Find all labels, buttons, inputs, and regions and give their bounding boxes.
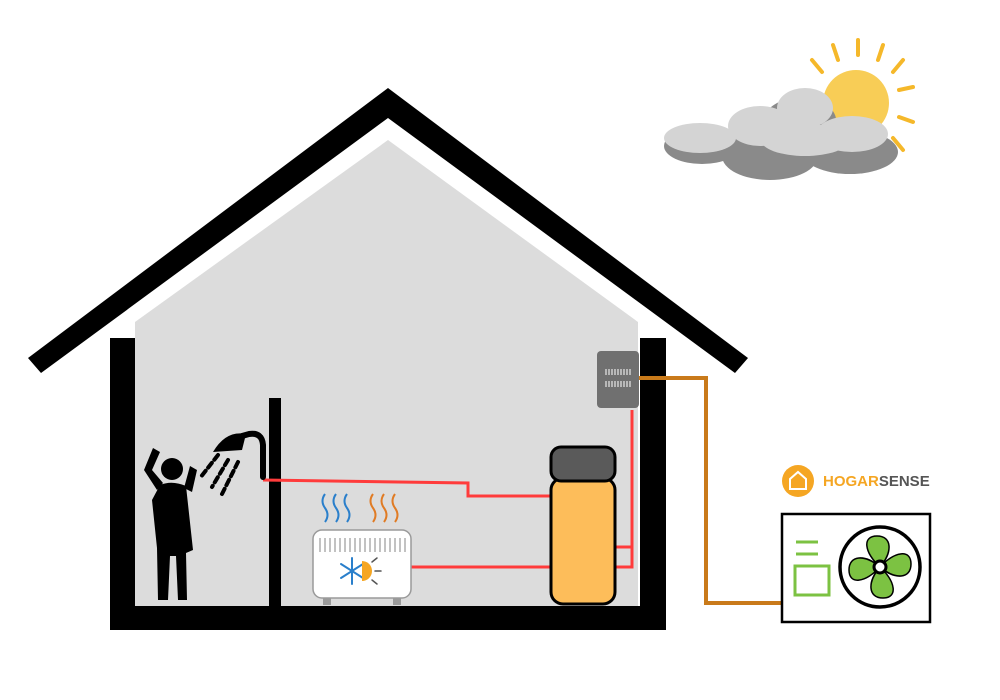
right-wall	[640, 338, 666, 630]
left-wall	[110, 338, 135, 630]
svg-text:HOGARSENSE: HOGARSENSE	[823, 473, 930, 490]
shower-head-icon	[198, 430, 266, 496]
water-tank-icon	[549, 445, 617, 606]
person-showering-icon	[144, 448, 197, 600]
controller-box-icon	[597, 351, 639, 408]
cloud-icon	[664, 88, 898, 180]
snowflake-sun-icon	[340, 557, 382, 585]
brand-logo: HOGARSENSE	[782, 465, 930, 497]
hot-water-pipes	[262, 410, 634, 569]
house-interior	[135, 140, 638, 610]
fan-icon	[838, 525, 922, 609]
brand-prefix: HOGAR	[823, 473, 879, 490]
shower-partition	[269, 398, 281, 606]
house-badge-icon	[782, 465, 814, 497]
floor	[110, 606, 666, 630]
supply-pipe	[638, 376, 782, 605]
brand-suffix: SENSE	[879, 473, 930, 490]
radiator-icon	[312, 493, 412, 605]
